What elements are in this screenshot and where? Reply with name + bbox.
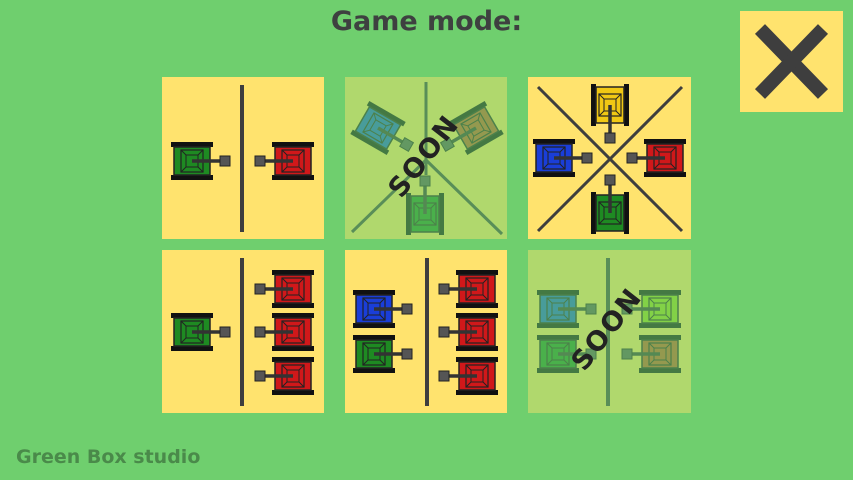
mode-tile-2v3[interactable] bbox=[345, 250, 507, 413]
close-button[interactable] bbox=[740, 11, 843, 112]
page-title: Game mode: bbox=[330, 6, 523, 37]
close-icon bbox=[754, 24, 829, 99]
mode-tile-1v1[interactable] bbox=[162, 77, 324, 239]
studio-credit: Green Box studio bbox=[16, 446, 201, 468]
mode-tile-2v2-soon: SOON bbox=[528, 250, 691, 413]
mode-tile-1v3[interactable] bbox=[162, 250, 324, 413]
mode-tile-4-ffa[interactable] bbox=[528, 77, 691, 239]
mode-tile-4-cross-soon: SOON bbox=[345, 77, 507, 239]
